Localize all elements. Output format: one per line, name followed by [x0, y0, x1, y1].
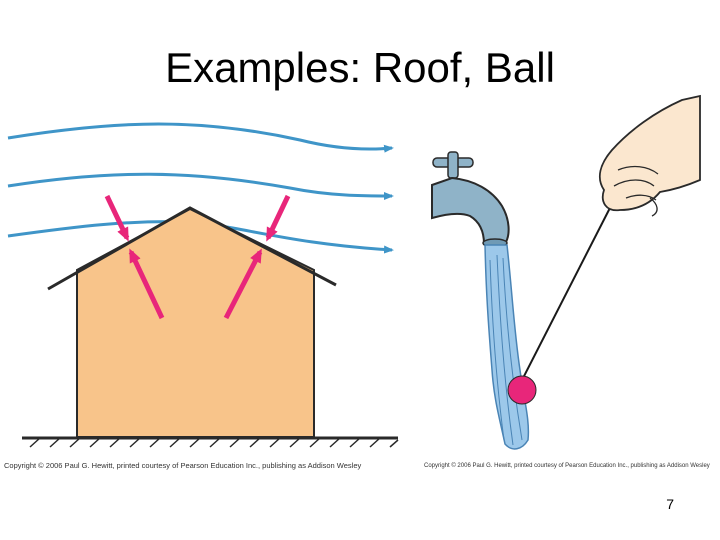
hand-thumb — [649, 197, 658, 217]
force-arrow-inside-right — [223, 248, 263, 320]
page-number: 7 — [666, 496, 674, 512]
water-stream — [484, 244, 530, 450]
water-streaks — [489, 254, 523, 446]
roof-diagram — [7, 122, 399, 448]
force-arrow-inside-left — [128, 248, 165, 320]
string — [519, 199, 615, 385]
hand — [598, 94, 701, 212]
ball — [507, 375, 537, 405]
force-arrow-outside-right — [265, 194, 291, 242]
roof-line — [47, 206, 337, 291]
slide-title: Examples: Roof, Ball — [165, 44, 555, 91]
house — [76, 207, 315, 438]
wind-streamline-1 — [7, 122, 394, 153]
copyright-credit-right: Copyright © 2006 Paul G. Hewitt, printed… — [424, 463, 710, 469]
ground-hatch — [29, 437, 399, 448]
copyright-credit-left: Copyright © 2006 Paul G. Hewitt, printed… — [4, 461, 362, 470]
force-arrow-outside-left — [104, 194, 130, 242]
wind-streamline-2 — [7, 172, 394, 200]
faucet — [431, 176, 510, 246]
ball-diagram — [431, 94, 701, 450]
hand-finger-lines — [613, 165, 659, 201]
faucet-handle — [432, 151, 474, 179]
